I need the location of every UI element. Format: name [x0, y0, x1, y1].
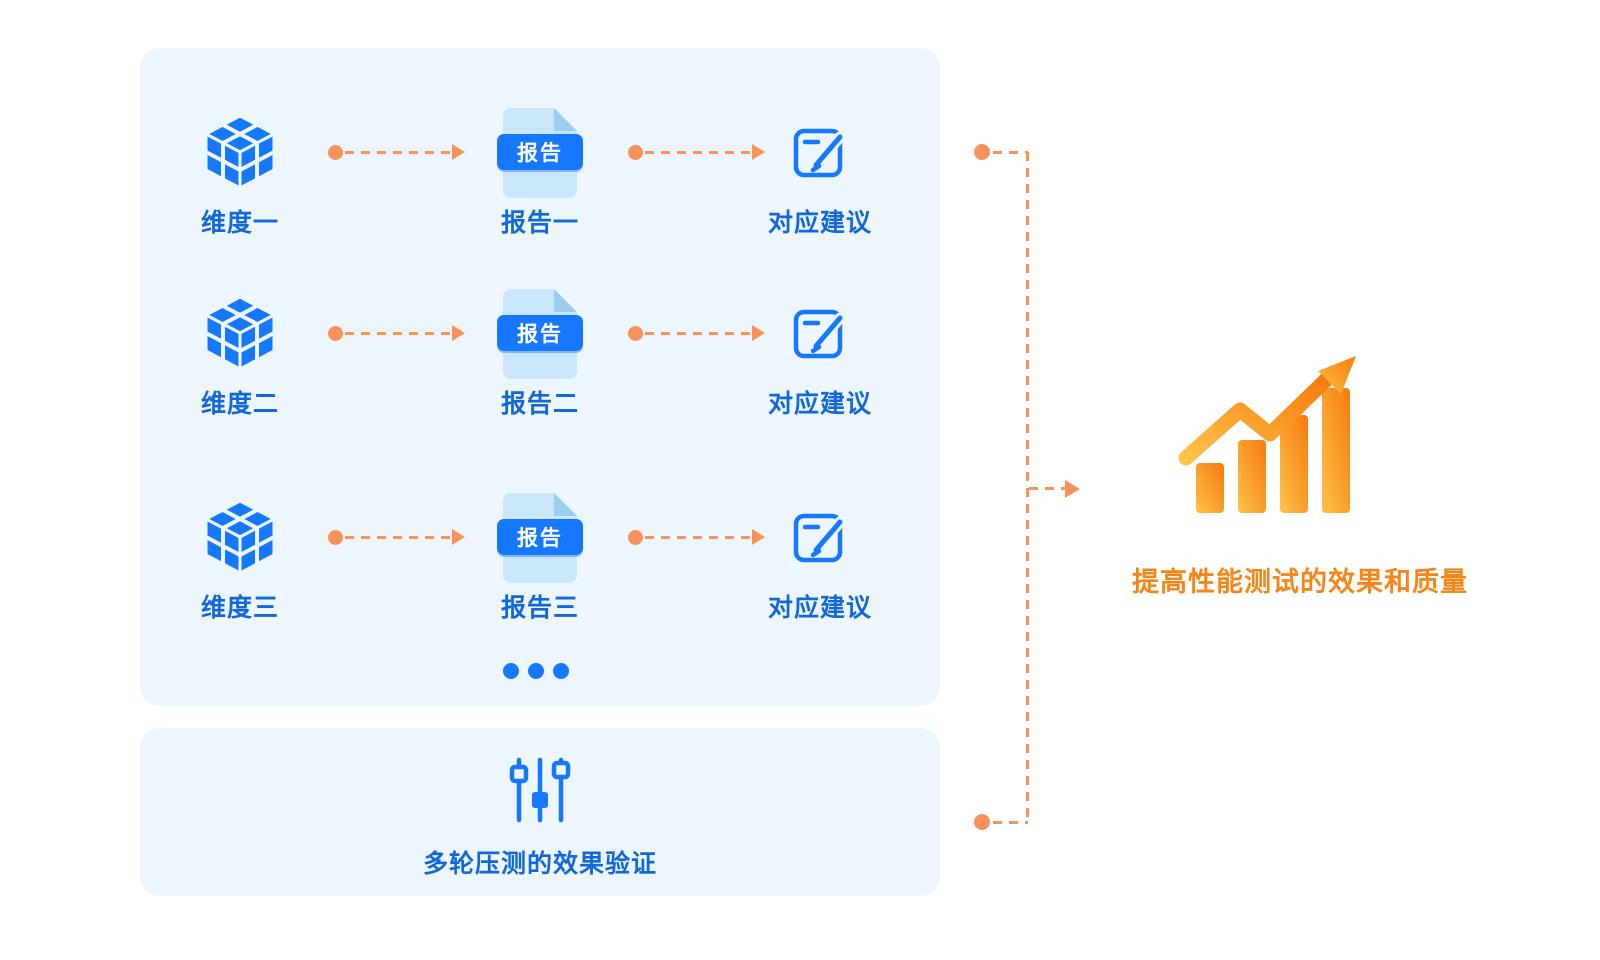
connector-dashed-line — [993, 151, 1028, 154]
dashed-arrow — [328, 144, 465, 160]
arrow-start-dot — [328, 144, 343, 160]
report-badge: 报告 — [497, 519, 583, 555]
ellipsis-dot — [553, 663, 569, 679]
arrow-start-dot — [328, 529, 343, 545]
dashed-arrow — [328, 529, 465, 545]
edit-note-icon — [792, 124, 848, 180]
flow-row-1: 维度一 报告 报告一 — [140, 57, 940, 247]
report-badge: 报告 — [497, 134, 583, 170]
dashed-arrow — [628, 529, 765, 545]
arrow-dashed-line — [645, 331, 750, 335]
dimension-label: 维度三 — [200, 594, 279, 622]
arrow-head-icon — [452, 144, 465, 160]
arrow-head-icon — [752, 325, 765, 341]
arrow-dashed-line — [645, 150, 750, 154]
arrow-dashed-line — [645, 535, 750, 539]
blocks-cube-icon — [200, 293, 280, 373]
report-label: 报告一 — [500, 209, 579, 237]
dimension-label: 维度二 — [200, 390, 279, 418]
blocks-cube-icon — [200, 497, 280, 577]
growth-bar-chart-arrow-icon — [1178, 350, 1376, 518]
edit-note-icon — [792, 509, 848, 565]
arrow-start-dot — [628, 144, 643, 160]
arrow-head-icon — [752, 144, 765, 160]
arrow-head-icon — [452, 325, 465, 341]
arrow-dashed-line — [345, 150, 450, 154]
suggestion-label: 对应建议 — [767, 390, 872, 418]
result-label: 提高性能测试的效果和质量 — [1132, 567, 1468, 597]
suggestion-label: 对应建议 — [767, 594, 872, 622]
connector-dot-top — [974, 144, 990, 160]
dashed-arrow — [628, 325, 765, 341]
arrow-head-icon — [752, 529, 765, 545]
dimension-label: 维度一 — [200, 209, 279, 237]
blocks-cube-icon — [200, 112, 280, 192]
connector-dashed-line — [1029, 487, 1065, 490]
validation-panel-content: 多轮压测的效果验证 — [140, 728, 940, 896]
dashed-arrow — [628, 144, 765, 160]
flow-row-2: 维度二 报告 报告二 — [140, 238, 940, 428]
ellipsis-dot — [503, 663, 519, 679]
more-rows-ellipsis-icon — [503, 663, 569, 679]
arrow-dashed-line — [345, 535, 450, 539]
arrow-head-icon — [452, 529, 465, 545]
report-badge: 报告 — [497, 315, 583, 351]
arrow-start-dot — [328, 325, 343, 341]
connector-arrow-head-icon — [1065, 480, 1080, 498]
report-label: 报告二 — [500, 390, 579, 418]
suggestion-label: 对应建议 — [767, 209, 872, 237]
dashed-arrow — [328, 325, 465, 341]
arrow-dashed-line — [345, 331, 450, 335]
report-label: 报告三 — [500, 594, 579, 622]
connector-dashed-line — [993, 821, 1028, 824]
connector-dot-bottom — [974, 814, 990, 830]
flow-row-3: 维度三 报告 报告三 — [140, 442, 940, 632]
arrow-start-dot — [628, 529, 643, 545]
ellipsis-dot — [528, 663, 544, 679]
validation-label: 多轮压测的效果验证 — [422, 850, 657, 878]
arrow-start-dot — [628, 325, 643, 341]
tuning-sliders-icon — [505, 754, 575, 826]
edit-note-icon — [792, 305, 848, 361]
connector-dashed-line — [1026, 152, 1029, 822]
